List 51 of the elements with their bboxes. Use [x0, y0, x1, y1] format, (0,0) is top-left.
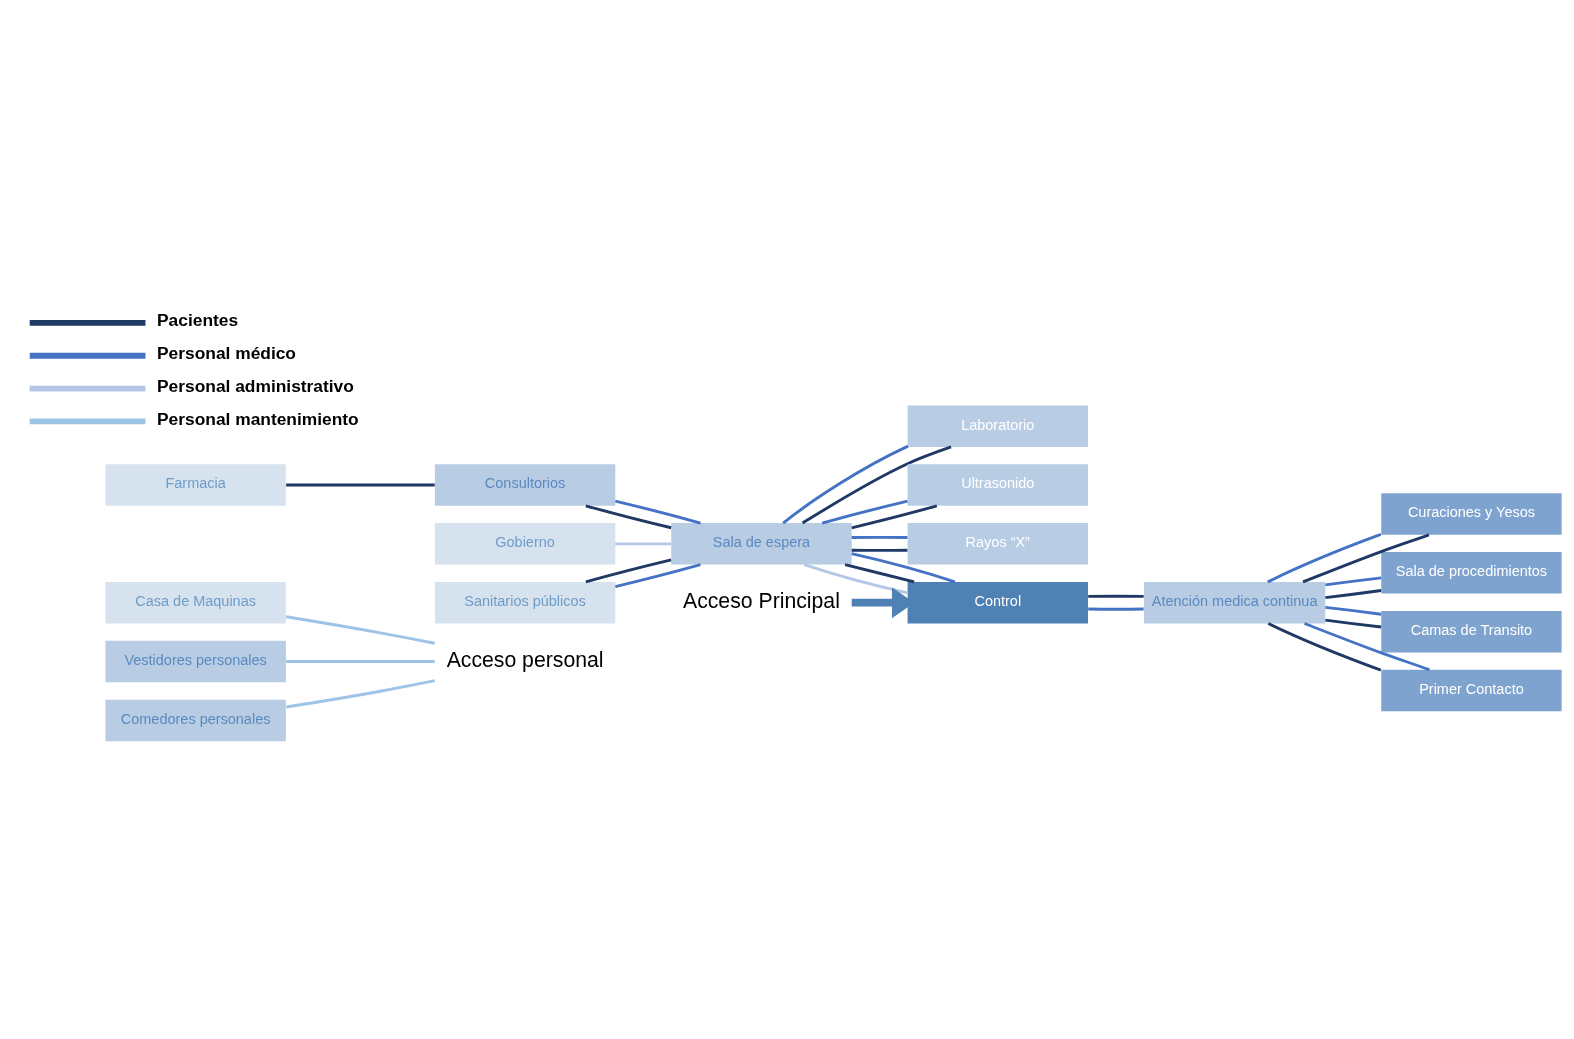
node-box: Curaciones y Yesos [1381, 493, 1562, 535]
node-text: Acceso personal [446, 647, 604, 671]
node-box: Casa de Maquinas [105, 581, 286, 624]
node-box: Ultrasonido [907, 464, 1088, 506]
node-text: Acceso Principal [683, 589, 840, 613]
connector [615, 499, 701, 525]
connector [1088, 607, 1144, 611]
node-box: Sanitarios públicos [434, 581, 616, 624]
node-box: Vestidores personales [105, 640, 286, 683]
connector [1267, 533, 1382, 584]
legend-label: Personal administrativo [157, 375, 354, 396]
connector [286, 679, 436, 709]
connector [844, 563, 915, 584]
connector [1302, 533, 1430, 584]
node-box: Sala de espera [671, 523, 852, 565]
node-box: Farmacia [105, 464, 286, 506]
node-box: Rayos “X” [907, 523, 1088, 565]
node-box: Sala de procedimientos [1381, 552, 1562, 594]
connector [286, 483, 435, 487]
connector [782, 444, 910, 525]
connector [585, 504, 672, 530]
connector [851, 535, 908, 539]
node-box: Laboratorio [907, 405, 1088, 447]
node-box: Comedores personales [105, 699, 286, 742]
connector [1267, 622, 1382, 672]
connector [851, 548, 908, 552]
connector [1325, 576, 1382, 587]
legend-label: Personal mantenimiento [157, 408, 359, 429]
node-box: Atención medica continua [1143, 581, 1326, 624]
connector [1325, 606, 1382, 616]
connector [615, 563, 701, 589]
connector [285, 615, 436, 645]
node-box: Control [907, 581, 1088, 624]
connector [1325, 618, 1382, 629]
connector [821, 499, 908, 525]
node-box: Camas de Transito [1381, 610, 1562, 653]
connector [851, 504, 938, 530]
connector [1325, 589, 1382, 600]
connector [801, 445, 952, 525]
connector [1088, 594, 1144, 598]
node-box: Consultorios [434, 464, 616, 506]
connector [1303, 622, 1430, 672]
node-box: Primer Contacto [1381, 669, 1562, 712]
connector [286, 660, 435, 663]
legend-label: Personal médico [157, 343, 296, 364]
node-box: Gobierno [434, 523, 616, 565]
connector [615, 542, 672, 546]
connector [851, 552, 956, 584]
connector [585, 558, 672, 584]
legend-label: Pacientes [157, 310, 239, 331]
connector [803, 563, 908, 595]
